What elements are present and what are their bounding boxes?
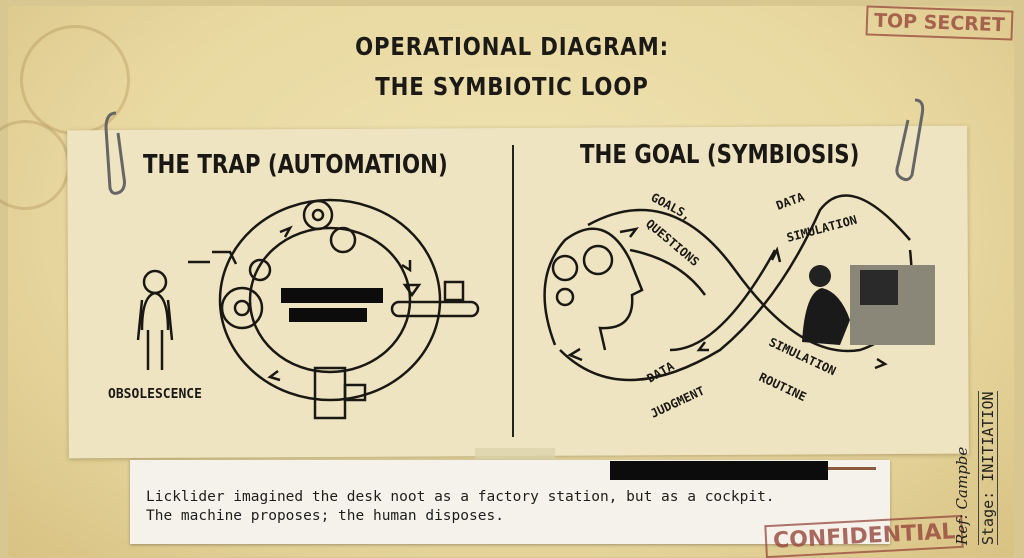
redaction-bar <box>610 461 828 480</box>
arrow-icon <box>279 225 293 238</box>
data-bottom-label: DATA <box>645 359 678 386</box>
redaction-bar <box>289 308 367 322</box>
data-top-label: DATA <box>774 190 807 213</box>
obsolescence-label: OBSOLESCENCE <box>108 387 202 402</box>
arrow-icon <box>770 246 782 263</box>
routine-label: ROUTINE <box>757 370 809 404</box>
caption-line1: Licklider imagined the desk noot as a fa… <box>146 489 775 505</box>
gear-icon <box>329 226 357 254</box>
human-figure-icon <box>136 269 174 370</box>
panel-divider <box>512 145 514 437</box>
paperclip-icon <box>104 111 126 195</box>
gear-icon <box>302 199 334 231</box>
stage-note: Stage: INITIATION <box>978 391 998 545</box>
arrow-icon <box>401 260 412 273</box>
arrow-icon <box>696 341 709 352</box>
gear-icon <box>220 286 264 330</box>
symbiosis-loop-illustration: GOALS, QUESTIONS DATA SIMULATION DATA JU… <box>543 190 935 420</box>
trap-heading: THE TRAP (AUTOMATION) <box>143 150 448 180</box>
pencil <box>828 467 876 470</box>
arrow-icon <box>619 227 639 238</box>
operator-at-computer-photo <box>802 265 935 345</box>
head-with-gears-icon <box>543 227 644 351</box>
goal-heading: THE GOAL (SYMBIOSIS) <box>580 140 860 170</box>
page-title-line1: OPERATIONAL DIAGRAM: <box>355 32 669 61</box>
outer-loop <box>218 198 442 402</box>
arrow-icon <box>267 370 281 382</box>
arrow-icon <box>874 357 888 370</box>
gear-icon <box>248 258 272 282</box>
redaction-bar <box>281 288 383 303</box>
caption-line2: The machine proposes; the human disposes… <box>146 508 504 524</box>
arrow-icon <box>567 347 583 362</box>
simulation-top-label: SIMULATION <box>785 213 858 245</box>
infinity-loop-inner <box>559 194 911 382</box>
paperclip-icon <box>895 98 925 182</box>
automation-loop-illustration: OBSOLESCENCE <box>108 198 480 420</box>
input-arrows <box>188 250 238 265</box>
conveyor-icon <box>390 280 480 318</box>
page-title-line2: THE SYMBIOTIC LOOP <box>375 72 649 101</box>
machine-icon <box>313 366 367 420</box>
top-secret-stamp: TOP SECRET <box>865 5 1014 41</box>
judgment-label: JUDGMENT <box>648 384 706 420</box>
inner-loop <box>248 226 412 374</box>
ref-note: Ref: Campbe <box>953 446 971 545</box>
questions-label: QUESTIONS <box>643 217 702 270</box>
